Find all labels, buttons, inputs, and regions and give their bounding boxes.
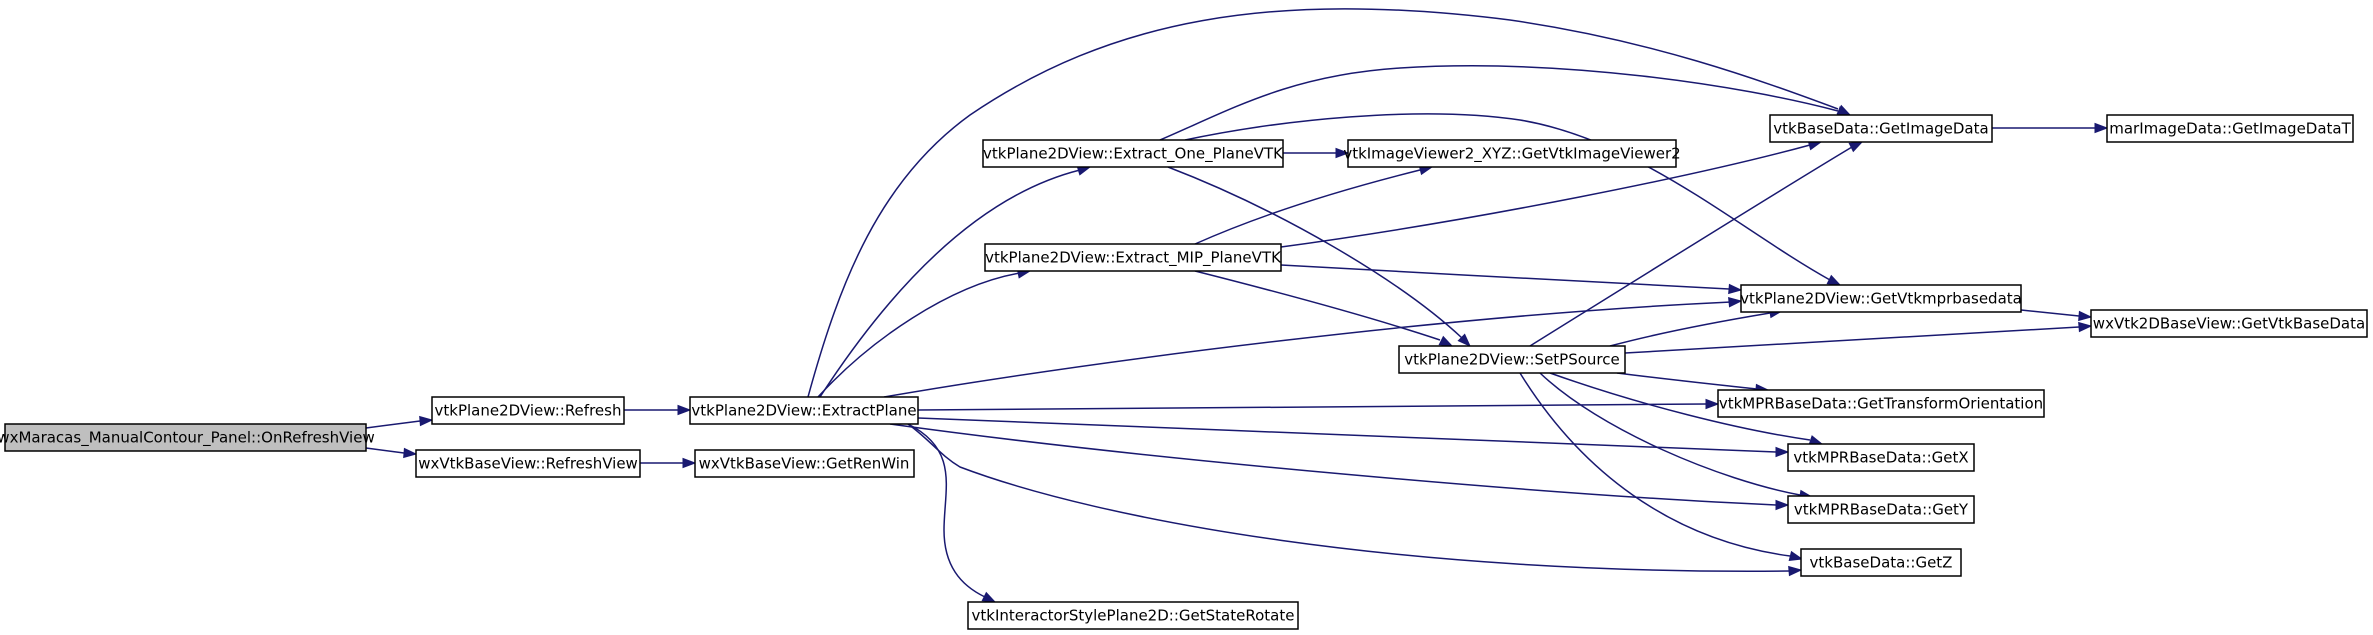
edge-one-viewer2 [1283, 147, 1350, 159]
node-label: vtkMPRBaseData::GetY [1794, 501, 1969, 519]
node-getrenwin[interactable]: wxVtkBaseView::GetRenWin [694, 449, 915, 478]
node-label: wxMaracas_ManualContour_Panel::OnRefresh… [0, 429, 375, 448]
edge-psource-getz [1519, 372, 1804, 562]
edge-mip-psource [1194, 270, 1454, 347]
edge-extract-mip [817, 268, 1032, 398]
arrowhead [677, 404, 692, 416]
arrowhead [403, 447, 418, 459]
edge-refresh-extract [624, 404, 692, 416]
node-label: vtkBaseData::GetZ [1810, 554, 1953, 572]
node-label: vtkPlane2DView::Extract_One_PlaneVTK [983, 145, 1284, 164]
edge-mprbase-wx2d [2020, 309, 2093, 322]
node-getvtkmprbasedata[interactable]: vtkPlane2DView::GetVtkmprbasedata [1740, 284, 2022, 313]
edge-psource-wx2d [1624, 321, 2093, 354]
node-getimagedata[interactable]: vtkBaseData::GetImageData [1769, 114, 1993, 143]
node-getz[interactable]: vtkBaseData::GetZ [1800, 548, 1962, 577]
arrowhead [1775, 446, 1790, 458]
edge-extract-getz [907, 423, 1803, 577]
edge-getimg-marimg [1992, 122, 2109, 134]
node-setpsource[interactable]: vtkPlane2DView::SetPSource [1398, 345, 1626, 374]
node-label: wxVtkBaseView::GetRenWin [699, 455, 910, 473]
node-label: vtkImageViewer2_XYZ::GetVtkImageViewer2 [1343, 145, 1680, 164]
node-getimagedatat[interactable]: marImageData::GetImageDataT [2106, 114, 2354, 143]
arrowhead [1728, 283, 1743, 295]
node-extract-one-planevtk[interactable]: vtkPlane2DView::Extract_One_PlaneVTK [982, 139, 1284, 168]
node-getvtkimageviewer2[interactable]: vtkImageViewer2_XYZ::GetVtkImageViewer2 [1343, 139, 1681, 168]
node-label: vtkMPRBaseData::GetX [1793, 449, 1968, 467]
node-extract-mip-planevtk[interactable]: vtkPlane2DView::Extract_MIP_PlaneVTK [984, 243, 1282, 272]
node-refresh[interactable]: vtkPlane2DView::Refresh [431, 396, 625, 425]
arrowhead [1788, 550, 1804, 562]
arrowhead [1788, 565, 1803, 577]
node-label: vtkInteractorStylePlane2D::GetStateRotat… [972, 607, 1295, 625]
node-label: vtkPlane2DView::Extract_MIP_PlaneVTK [985, 249, 1282, 268]
arrowhead [1848, 141, 1864, 153]
edge-extract-transf [917, 398, 1720, 411]
edge-extract-one [819, 165, 1092, 398]
edge-mip-viewer2 [1194, 164, 1434, 245]
arrowhead [1808, 435, 1824, 446]
node-label: vtkPlane2DView::ExtractPlane [691, 402, 916, 420]
edge-psource-mprbase [1609, 307, 1784, 347]
edge-extract-getimg [807, 8, 1852, 398]
node-refreshview[interactable]: wxVtkBaseView::RefreshView [415, 449, 641, 478]
arrowhead [2078, 321, 2093, 333]
node-gety[interactable]: vtkMPRBaseData::GetY [1787, 495, 1975, 524]
node-extractplane[interactable]: vtkPlane2DView::ExtractPlane [689, 396, 919, 425]
call-edges [365, 8, 2109, 603]
arrowhead [1457, 333, 1472, 348]
call-nodes: wxMaracas_ManualContour_Panel::OnRefresh… [0, 114, 2368, 630]
node-label: wxVtkBaseView::RefreshView [418, 455, 638, 473]
node-getstaterotate[interactable]: vtkInteractorStylePlane2D::GetStateRotat… [967, 601, 1299, 630]
edge-root-refresh [365, 415, 434, 429]
arrowhead [419, 415, 434, 427]
edge-extract-getx [917, 417, 1790, 458]
arrowhead [682, 457, 697, 469]
edge-one-psource [1167, 166, 1472, 348]
edge-extract-mprbase [883, 297, 1743, 398]
arrowhead [1826, 274, 1842, 286]
arrowhead [1775, 499, 1790, 511]
arrowhead [1728, 297, 1743, 308]
node-label: vtkPlane2DView::Refresh [435, 402, 622, 420]
node-label: wxVtk2DBaseView::GetVtkBaseData [2093, 315, 2365, 333]
node-gettransformorientation[interactable]: vtkMPRBaseData::GetTransformOrientation [1717, 389, 2045, 418]
edge-extract-gety [889, 423, 1790, 511]
node-label: vtkPlane2DView::SetPSource [1404, 351, 1620, 369]
node-getvtkbasedata[interactable]: wxVtk2DBaseView::GetVtkBaseData [2090, 309, 2368, 338]
node-getx[interactable]: vtkMPRBaseData::GetX [1787, 443, 1975, 472]
arrowhead [2094, 122, 2109, 134]
edge-mip-mprbase [1280, 264, 1743, 295]
node-onrefreshview[interactable]: wxMaracas_ManualContour_Panel::OnRefresh… [0, 423, 375, 452]
edge-root-rview [365, 447, 418, 459]
arrowhead [981, 591, 997, 603]
edge-extract-rotate [907, 423, 997, 603]
node-label: vtkBaseData::GetImageData [1773, 120, 1988, 138]
node-label: vtkMPRBaseData::GetTransformOrientation [1719, 395, 2043, 413]
node-label: marImageData::GetImageDataT [2109, 120, 2351, 138]
arrowhead [2078, 310, 2093, 322]
node-label: vtkPlane2DView::GetVtkmprbasedata [1740, 290, 2022, 308]
arrowhead [1335, 147, 1350, 159]
arrowhead [1438, 335, 1454, 347]
arrowhead [1705, 398, 1720, 410]
edge-rview-renwin [640, 457, 697, 469]
